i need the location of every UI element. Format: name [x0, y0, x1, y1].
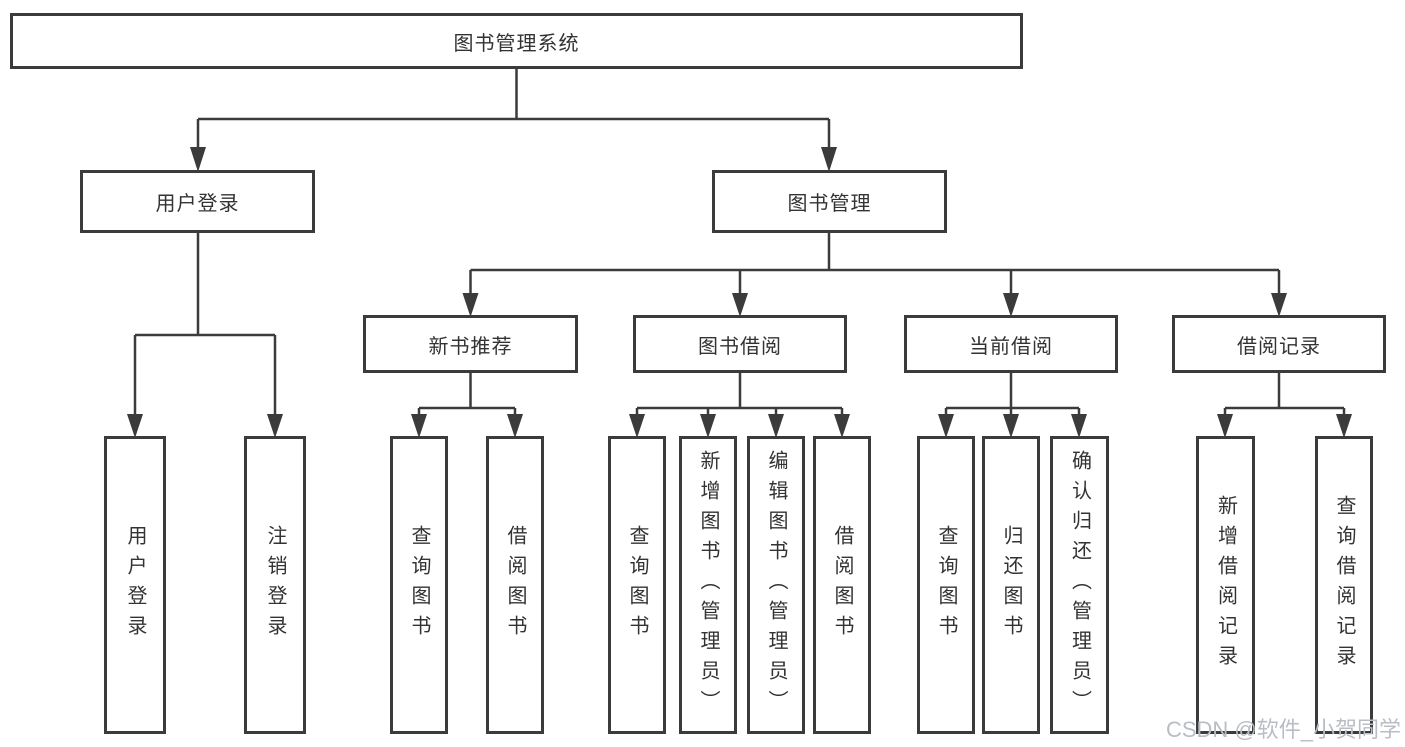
node-leaf-edit-books-admin: 编辑图书（管理员）	[747, 436, 805, 734]
node-new-book-recommend: 新书推荐	[363, 315, 578, 373]
node-leaf-borrow-books-recommend: 借阅图书	[486, 436, 544, 734]
node-book-borrowing: 图书借阅	[633, 315, 847, 373]
node-leaf-query-books-borrow-label: 查询图书	[626, 525, 648, 645]
node-leaf-query-books-current: 查询图书	[917, 436, 975, 734]
node-leaf-borrow-books-recommend-label: 借阅图书	[504, 525, 526, 645]
node-new-book-recommend-label: 新书推荐	[428, 335, 513, 358]
node-leaf-edit-books-admin-label: 编辑图书（管理员）	[765, 450, 787, 720]
node-leaf-borrow-books: 借阅图书	[813, 436, 871, 734]
node-leaf-user-login: 用户登录	[104, 436, 166, 734]
node-leaf-add-books-admin: 新增图书（管理员）	[679, 436, 737, 734]
node-borrowing-records: 借阅记录	[1172, 315, 1386, 373]
node-leaf-confirm-return-admin: 确认归还（管理员）	[1050, 436, 1109, 734]
node-leaf-return-books-label: 归还图书	[1000, 525, 1022, 645]
node-leaf-borrow-books-label: 借阅图书	[831, 525, 853, 645]
node-leaf-add-borrow-record-label: 新增借阅记录	[1214, 495, 1237, 675]
node-leaf-query-borrow-record: 查询借阅记录	[1315, 436, 1373, 734]
node-leaf-query-books-recommend: 查询图书	[390, 436, 448, 734]
node-current-borrowing: 当前借阅	[904, 315, 1118, 373]
node-leaf-logout: 注销登录	[244, 436, 306, 734]
node-leaf-confirm-return-admin-label: 确认归还（管理员）	[1068, 450, 1091, 720]
node-leaf-query-books-current-label: 查询图书	[935, 525, 957, 645]
node-library-system-label: 图书管理系统	[453, 32, 580, 55]
csdn-watermark: CSDN @软件_小贺同学	[1165, 717, 1401, 742]
node-leaf-query-books-borrow: 查询图书	[608, 436, 666, 734]
node-user-login: 用户登录	[80, 170, 315, 233]
node-leaf-return-books: 归还图书	[982, 436, 1040, 734]
node-leaf-query-borrow-record-label: 查询借阅记录	[1333, 495, 1355, 675]
node-user-login-label: 用户登录	[155, 193, 240, 215]
node-book-management: 图书管理	[712, 170, 947, 233]
node-library-system: 图书管理系统	[10, 13, 1023, 69]
node-leaf-query-books-recommend-label: 查询图书	[408, 525, 430, 645]
node-leaf-add-borrow-record: 新增借阅记录	[1196, 436, 1255, 734]
node-book-borrowing-label: 图书借阅	[698, 335, 782, 358]
node-leaf-user-login-label: 用户登录	[124, 525, 146, 645]
node-leaf-add-books-admin-label: 新增图书（管理员）	[697, 450, 719, 720]
node-leaf-logout-label: 注销登录	[264, 525, 286, 645]
node-borrowing-records-label: 借阅记录	[1237, 335, 1321, 358]
node-current-borrowing-label: 当前借阅	[969, 335, 1053, 358]
node-book-management-label: 图书管理	[787, 193, 872, 215]
